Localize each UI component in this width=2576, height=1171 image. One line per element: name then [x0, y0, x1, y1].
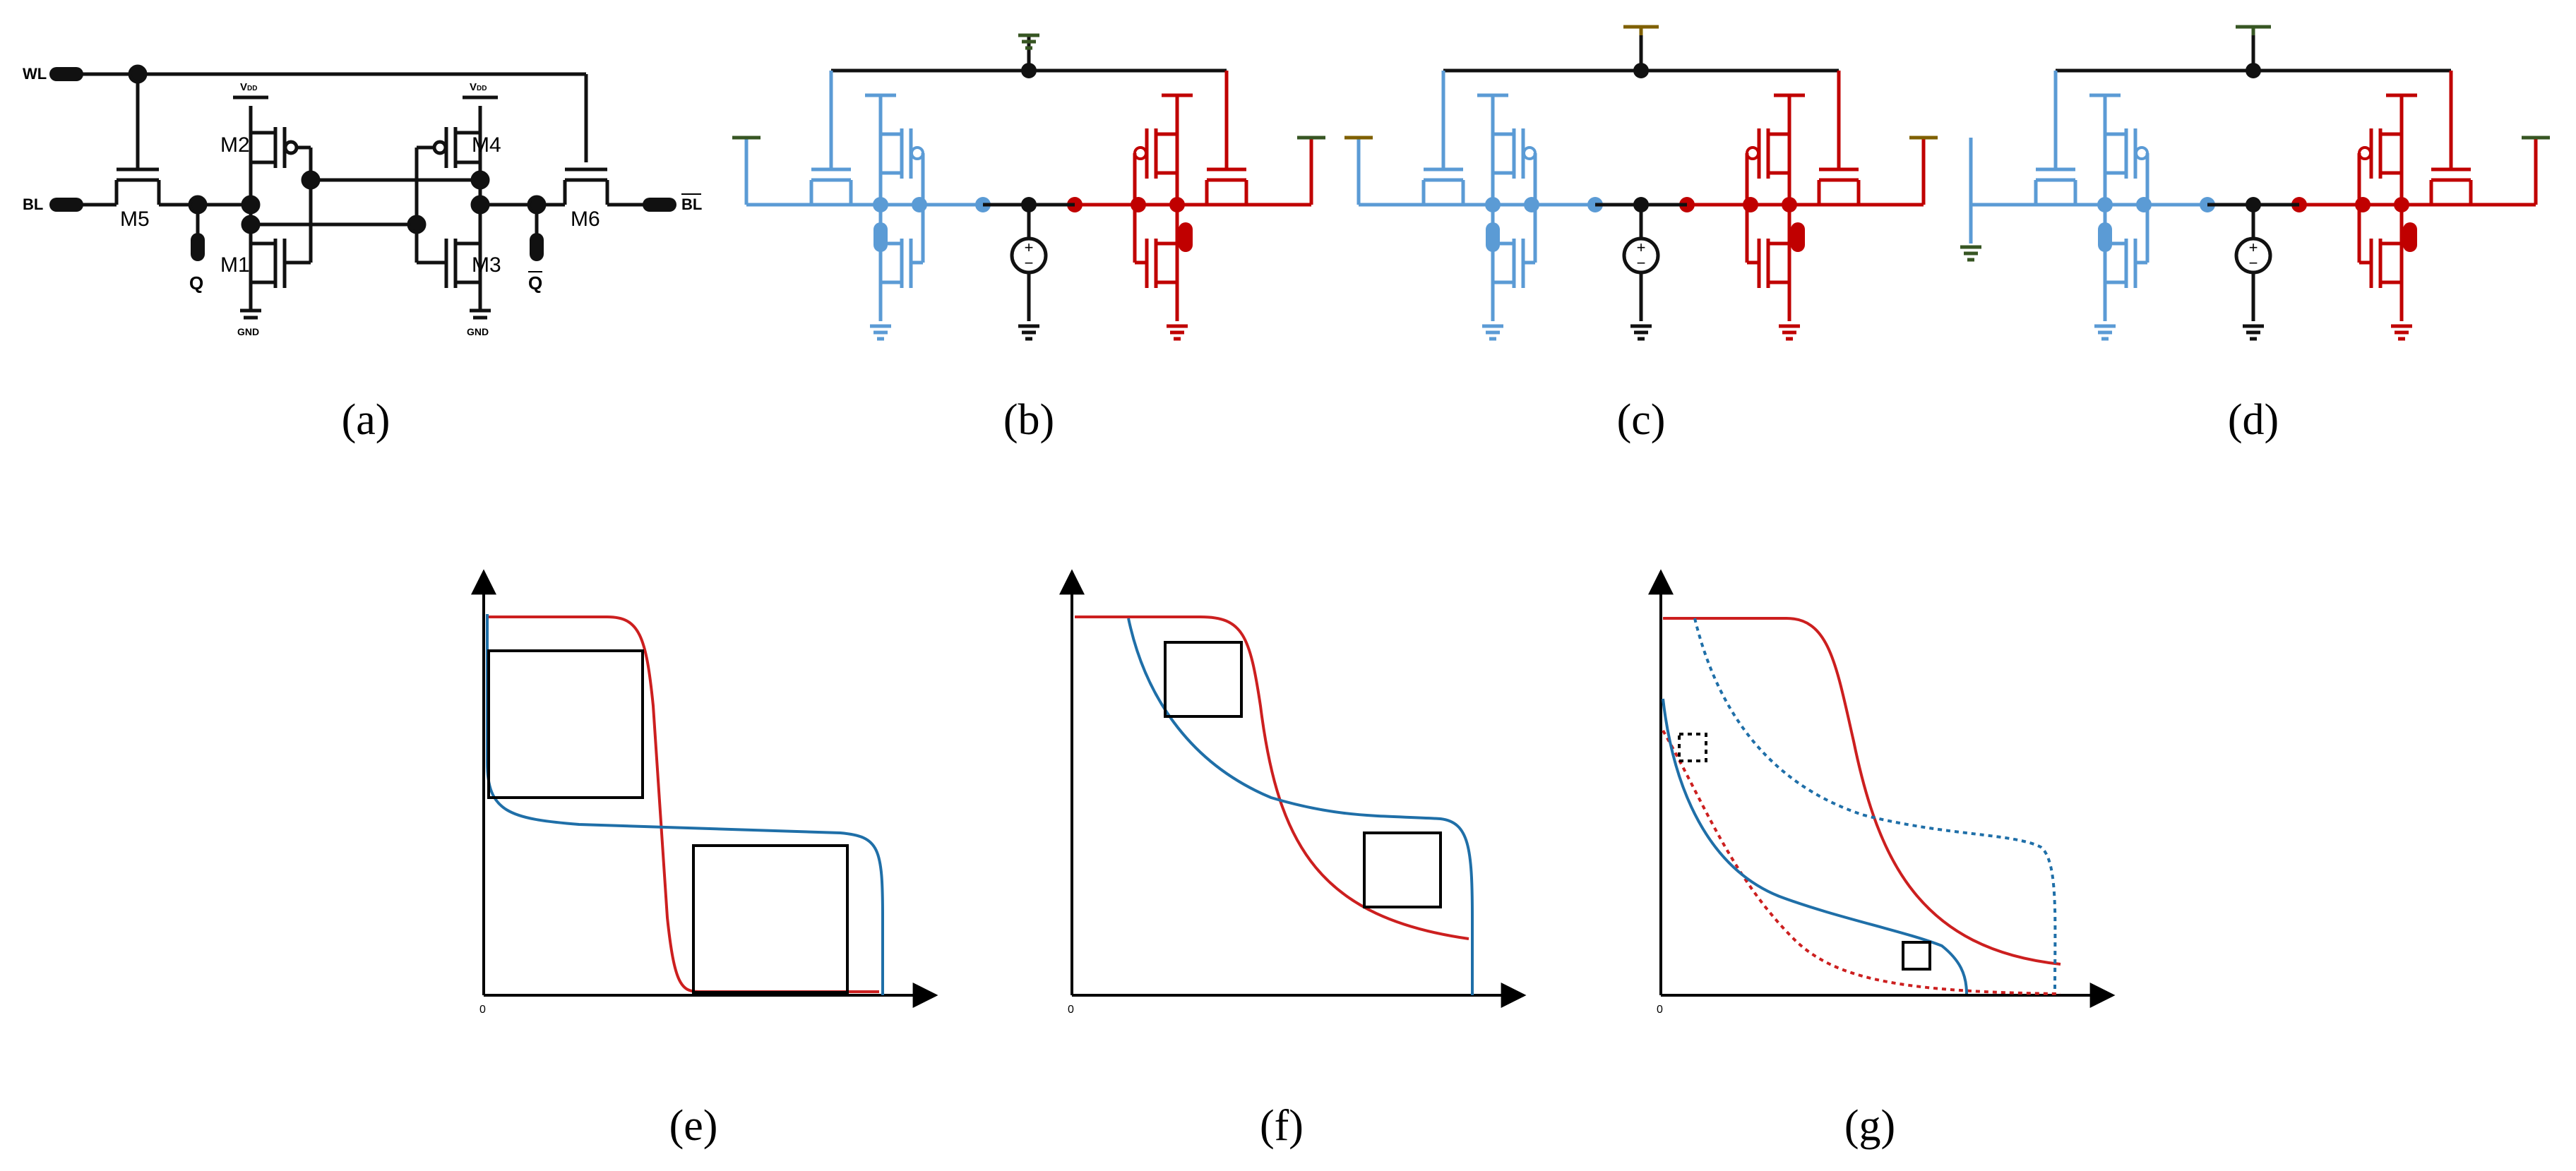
node-probe [2403, 222, 2417, 252]
caption-e: (e) [669, 1102, 718, 1150]
node-dot [2394, 197, 2409, 212]
m2-label: M2 [220, 133, 250, 157]
captions: (a) (b) (c) (d) (e) (f) (g) [342, 396, 2279, 1150]
vdd-label-left: VDD [240, 81, 257, 93]
panel-bcd-schematics: +−+−+− [732, 25, 2550, 341]
node-dot [873, 197, 888, 212]
curve-blue-dotted [1693, 618, 2057, 995]
plot-e: 0 [471, 569, 938, 1016]
node-dot [1131, 197, 1146, 212]
noise-margin-square [692, 844, 849, 994]
caption-b: (b) [1003, 396, 1054, 444]
caption-a: (a) [342, 396, 390, 444]
node-dot [1485, 197, 1501, 212]
blb-label: BL [681, 196, 702, 213]
curve-red [1075, 615, 1469, 940]
noise-margin-square [1678, 733, 1707, 762]
caption-c: (c) [1617, 396, 1666, 444]
source-plus: + [1025, 239, 1034, 256]
node-probe [1791, 222, 1805, 252]
panel-a-terminals [49, 67, 676, 261]
caption-f: (f) [1260, 1102, 1304, 1150]
node-dot [1743, 197, 1758, 212]
panel-efg-plots: 0 0 0 [471, 569, 2116, 1016]
node-dot [912, 197, 927, 212]
caption-g: (g) [1844, 1102, 1895, 1150]
origin-label: 0 [1068, 1004, 1074, 1016]
noise-margin-square [1902, 941, 1931, 971]
panel-a-labels: WL BL BL Q Q M5 M2 M1 M4 M3 M6 VDD VDD G… [23, 65, 702, 337]
gnd-label-right: GND [467, 326, 489, 337]
curve-red [486, 615, 879, 993]
node-probe [1486, 222, 1500, 252]
curve-blue [1127, 618, 1474, 995]
origin-label: 0 [1657, 1004, 1663, 1016]
source-plus: + [2249, 239, 2258, 256]
m3-label: M3 [472, 253, 501, 277]
bl-label: BL [23, 196, 43, 213]
origin-label: 0 [479, 1004, 486, 1016]
qb-label: Q [528, 272, 542, 294]
noise-margin-square [1363, 831, 1442, 908]
curve-red [1663, 617, 2061, 966]
plot-g: 0 [1648, 569, 2116, 1016]
node-dot [2136, 197, 2152, 212]
node-dot [2355, 197, 2371, 212]
source-minus: − [1025, 254, 1034, 272]
node-dot [1524, 197, 1539, 212]
source-minus: − [2249, 254, 2258, 272]
caption-d: (d) [2228, 396, 2279, 444]
source-minus: − [1637, 254, 1646, 272]
sram-cell-b: +− [732, 33, 1325, 341]
curve-blue [486, 614, 884, 995]
m1-label: M1 [220, 253, 250, 277]
plot-f: 0 [1059, 569, 1527, 1016]
noise-margin-square [487, 649, 644, 799]
gnd-label-left: GND [237, 326, 259, 337]
m4-label: M4 [472, 133, 501, 157]
node-probe [873, 222, 888, 252]
wl-label: WL [23, 65, 47, 83]
node-dot [1169, 197, 1185, 212]
node-probe [2098, 222, 2112, 252]
q-label: Q [189, 272, 203, 294]
sram-cell-d: +− [1960, 25, 2550, 341]
curve-blue [1662, 698, 1968, 995]
m6-label: M6 [571, 208, 600, 231]
node-dot [1782, 197, 1797, 212]
source-plus: + [1637, 239, 1646, 256]
panel-a-schematic [78, 64, 664, 320]
m5-label: M5 [120, 208, 150, 231]
node-dot [2097, 197, 2113, 212]
noise-margin-square [1164, 641, 1243, 718]
node-probe [1179, 222, 1193, 252]
sram-cell-c: +− [1344, 25, 1938, 341]
vdd-label-right: VDD [470, 81, 487, 93]
curve-red-dotted [1662, 729, 2061, 995]
